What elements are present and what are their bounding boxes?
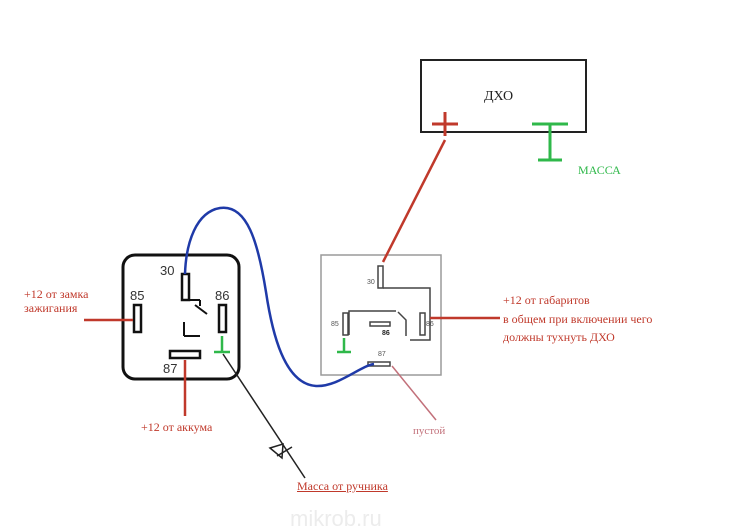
relay-1-pin-85: 85 <box>130 288 145 303</box>
blue-wire <box>183 206 375 388</box>
empty-label: пустой <box>413 425 446 437</box>
relay-1-ground-mark <box>214 336 230 354</box>
handbrake-ground-label: Масса от ручника <box>297 479 388 493</box>
relay-1-pin-30: 30 <box>160 263 175 278</box>
sidelights-label-line1: +12 от габаритов <box>503 293 590 307</box>
watermark: mikrob.ru <box>290 506 382 531</box>
relay-1-body <box>121 253 241 381</box>
relay-1-pin-86-contact <box>217 303 228 334</box>
dho-label: ДХО <box>484 89 514 104</box>
relay-1-pin-85-contact <box>132 303 143 334</box>
relay-2-pin-87: 87 <box>378 351 386 358</box>
relay-2-pin-30: 30 <box>367 279 375 286</box>
relay-2-ground-mark <box>337 338 351 354</box>
relay-2-internals <box>342 265 431 367</box>
sidelights-label: +12 от габаритов в общем при включении ч… <box>503 291 652 347</box>
dho-plus-terminal <box>432 112 458 136</box>
relay-1-pin-30-contact <box>180 272 191 302</box>
sidelights-label-line2: в общем при включении чего <box>503 311 653 326</box>
relay-1-switch <box>183 299 208 337</box>
relay-2-pin-85: 85 <box>331 321 339 328</box>
relay-1-pin-87-contact <box>168 349 202 360</box>
relay-2-body <box>320 254 442 376</box>
wire-empty <box>391 365 437 421</box>
ignition-label-line1: +12 от замка <box>24 287 89 301</box>
dho-ground-terminal <box>532 122 568 162</box>
dho-box <box>420 59 587 133</box>
relay-2-pin-86-right: 86 <box>426 321 434 328</box>
ignition-label: +12 от замка зажигания <box>24 287 89 316</box>
wire-handbrake <box>222 353 306 479</box>
relay-2-pin-86-center: 86 <box>382 330 390 337</box>
mass-label: МАССА <box>578 163 621 177</box>
diode-symbol <box>268 442 293 460</box>
relay-1-pin-86: 86 <box>215 288 230 303</box>
wire-dho-plus <box>381 139 447 263</box>
battery-label: +12 от аккума <box>141 420 213 434</box>
ignition-label-line2: зажигания <box>24 300 78 315</box>
sidelights-label-line3: должны тухнуть ДХО <box>503 330 615 345</box>
relay-1-pin-87: 87 <box>163 361 178 376</box>
